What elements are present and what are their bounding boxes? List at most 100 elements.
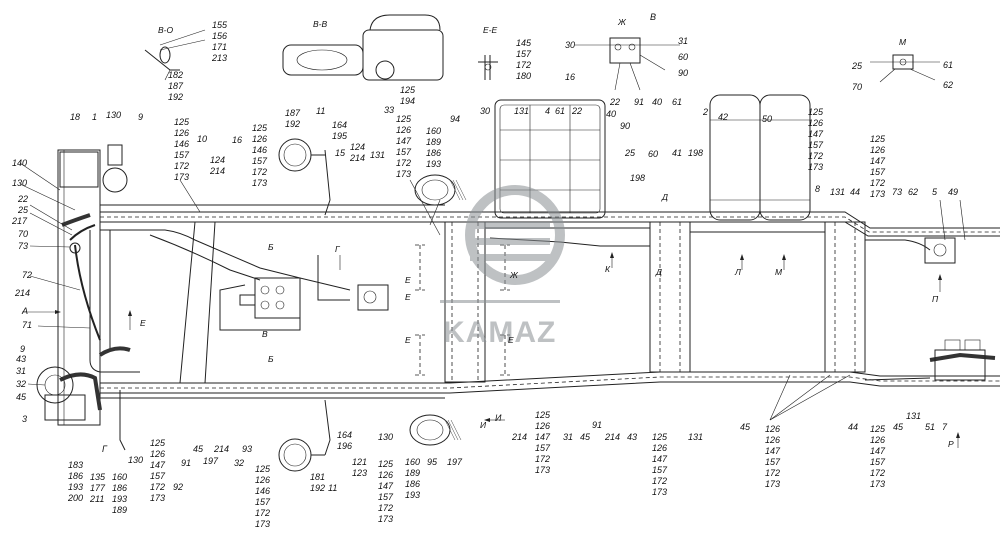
callout: В (650, 12, 656, 22)
section-title-ee: Е-Е (483, 25, 498, 35)
callout: 214 (14, 288, 30, 298)
callout: 186 (68, 471, 83, 481)
callout: 43 (627, 432, 637, 442)
callout: 130 (106, 110, 121, 120)
callout: 197 (203, 456, 219, 466)
section-title-bb: В-В (313, 19, 328, 29)
section-marker: В (262, 329, 268, 339)
trailer-control-valve (934, 339, 986, 381)
callout: 90 (678, 68, 688, 78)
callout: 172 (174, 161, 189, 171)
callout: 197 (447, 457, 463, 467)
callout: 130 (378, 432, 393, 442)
inset-ee (478, 55, 498, 80)
callout: 198 (688, 148, 703, 158)
callout: 126 (652, 443, 667, 453)
flexible-hoses (59, 213, 996, 411)
callout: 33 (384, 105, 394, 115)
callout: 126 (252, 134, 267, 144)
callout: 157 (808, 140, 824, 150)
callout: 214 (511, 432, 527, 442)
callout: 173 (808, 162, 823, 172)
callout: 186 (112, 483, 127, 493)
callout: 146 (252, 145, 267, 155)
callout: 182 (168, 70, 183, 80)
callout: 126 (378, 470, 393, 480)
callout: 123 (352, 468, 367, 478)
callout: 173 (396, 169, 411, 179)
callout: 187 (168, 81, 184, 91)
front-brake-chamber-bottom (278, 399, 331, 472)
callout: 131 (906, 411, 921, 421)
callout: 125 (396, 114, 412, 124)
callout: 2 (702, 107, 708, 117)
callout: 125 (535, 410, 551, 420)
callout: 61 (555, 106, 565, 116)
section-marker: К (605, 264, 611, 274)
callout: 173 (652, 487, 667, 497)
inset-zh (575, 37, 680, 91)
section-marker: П (932, 294, 939, 304)
callout: 45 (193, 444, 204, 454)
section-marker: Л (734, 267, 741, 277)
callout: 43 (16, 354, 26, 364)
callout: 131 (370, 150, 385, 160)
callout: 173 (765, 479, 780, 489)
callout: 62 (943, 80, 953, 90)
callout: 121 (352, 457, 367, 467)
rear-brake-valve (924, 237, 956, 264)
kamaz-logo: KAMAZ (440, 185, 565, 349)
rear-brake-chamber-bottom (409, 414, 462, 446)
callout: 173 (535, 465, 550, 475)
callout: 45 (893, 422, 904, 432)
callout: 1 (92, 112, 97, 122)
callout: 200 (67, 493, 83, 503)
section-marker: М (775, 267, 783, 277)
callout: 31 (678, 36, 688, 46)
callout: 49 (948, 187, 958, 197)
callout: 214 (604, 432, 620, 442)
section-marker: Д (661, 192, 668, 202)
callout: 25 (17, 205, 29, 215)
callout: 70 (18, 229, 28, 239)
air-lines (69, 204, 931, 451)
callout: 125 (870, 424, 886, 434)
callout: 147 (808, 129, 824, 139)
callout: 172 (808, 151, 823, 161)
section-marker: Е (405, 335, 411, 345)
callout: 45 (580, 432, 591, 442)
section-marker: Г (335, 244, 341, 254)
callout: 130 (128, 455, 143, 465)
section-titles: В-О В-В Е-Е Ж М (158, 17, 907, 47)
callout: 91 (634, 97, 644, 107)
callout: 214 (209, 166, 225, 176)
callout: 193 (112, 494, 127, 504)
callout: 147 (870, 446, 886, 456)
callout: 9 (20, 344, 25, 354)
callout: 213 (211, 53, 227, 63)
callout: 9 (138, 112, 143, 122)
callout: 146 (255, 486, 270, 496)
callout: 18 (70, 112, 80, 122)
callout: 124 (350, 142, 365, 152)
callout: 147 (652, 454, 668, 464)
callout: 173 (150, 493, 165, 503)
callout: 192 (285, 119, 300, 129)
callout: 91 (181, 458, 191, 468)
callout: 189 (405, 468, 420, 478)
callout: 186 (426, 148, 441, 158)
callout: 198 (630, 173, 645, 183)
callout: 189 (112, 505, 127, 515)
parking-brake-valve (357, 284, 389, 311)
callout: 160 (405, 457, 420, 467)
callout: 173 (174, 172, 189, 182)
callout: 16 (232, 135, 242, 145)
callout: 189 (426, 137, 441, 147)
callout: 4 (545, 106, 550, 116)
callout: 30 (565, 40, 575, 50)
callout: 147 (765, 446, 781, 456)
callout: 22 (571, 106, 582, 116)
callout: 172 (870, 178, 885, 188)
leader-lines (19, 162, 966, 421)
